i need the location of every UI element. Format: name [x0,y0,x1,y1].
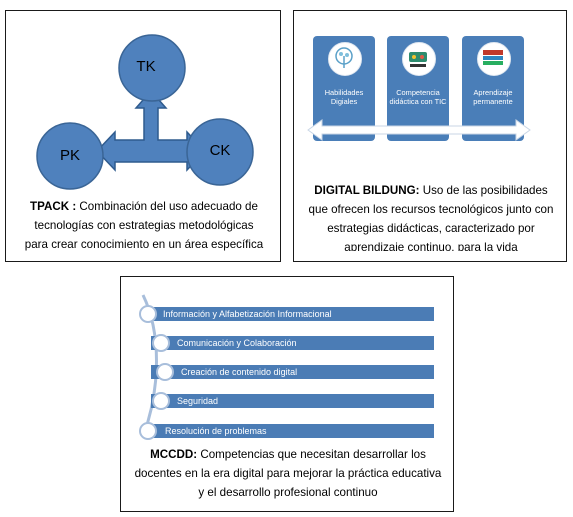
mccdd-item-2-label: Comunicación y Colaboración [177,338,297,348]
lifelong-learning-icon [477,42,511,76]
mccdd-item-2: Comunicación y Colaboración [151,336,434,350]
pk-circle [36,122,104,190]
digital-bildung-caption: DIGITAL BILDUNG: Uso de las posibilidade… [308,181,554,251]
double-arrow [307,119,531,141]
three-way-arrow [95,89,207,172]
media-badge-icon [402,42,436,76]
tree-icon [328,42,362,76]
timeline-curve [141,294,158,437]
mccdd-item-4-label: Seguridad [177,396,219,406]
pk-label: PK [60,147,80,164]
tpack-title: TPACK : [30,200,77,213]
mccdd-item-3-label: Creación de contenido digital [181,367,298,377]
mccdd-item-5: Resolución de problemas [151,424,434,438]
tk-label: TK [136,58,155,75]
ck-label: CK [210,142,231,159]
mccdd-item-1: Información y Alfabetización Informacion… [151,307,434,321]
timeline-node-5 [139,422,157,440]
mccdd-item-4: Seguridad [151,394,434,408]
timeline-node-2 [152,334,170,352]
tpack-caption: TPACK : Combinación del uso adecuado de … [24,197,264,254]
tile-aprendizaje-label: Aprendizaje permanente [473,88,513,106]
digital-bildung-panel: Habilidades Digiales Competencia didácti… [293,10,567,262]
mccdd-item-3: Creación de contenido digital [151,365,434,379]
mccdd-description: Competencias que necesitan desarrollar l… [134,448,442,499]
digital-bildung-description: Uso de las posibilidades que ofrecen los… [308,184,554,251]
mccdd-item-1-label: Información y Alfabetización Informacion… [163,309,332,319]
mccdd-item-5-label: Resolución de problemas [165,426,267,436]
tile-habilidades-label: Habilidades Digiales [324,88,364,106]
tile-competencia-label: Competencia didáctica con TIC [389,88,447,106]
tile-habilidades: Habilidades Digiales [313,36,375,141]
tile-competencia: Competencia didáctica con TIC [387,36,449,141]
ck-circle [186,118,254,186]
mccdd-panel: Información y Alfabetización Informacion… [120,276,454,512]
timeline-node-4 [152,392,170,410]
timeline-node-3 [156,363,174,381]
mccdd-caption: MCCDD: Competencias que necesitan desarr… [133,445,443,502]
tk-circle [118,34,186,102]
tile-aprendizaje: Aprendizaje permanente [462,36,524,141]
tpack-description: Combinación del uso adecuado de tecnolog… [24,200,264,251]
digital-bildung-title: DIGITAL BILDUNG: [314,184,420,197]
tpack-diagram: TK PK CK [36,34,254,190]
tpack-panel: TK PK CK TPACK : Combinación del uso ade… [5,10,281,262]
mccdd-title: MCCDD: [150,448,198,461]
timeline-node-1 [139,305,157,323]
